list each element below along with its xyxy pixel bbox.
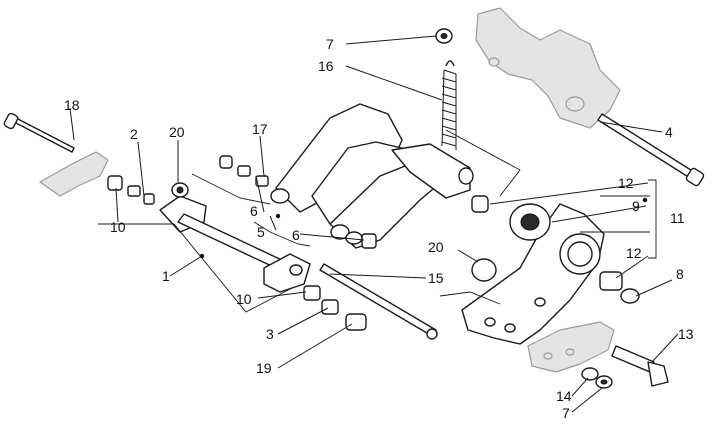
callout-15: 15	[428, 270, 444, 286]
callout-7: 7	[326, 36, 334, 52]
callout-12: 12	[618, 175, 634, 191]
callout-labels: 7 16 18 4 2 20 17 10 6 5 6 12 9 11 20 12…	[64, 36, 694, 421]
frame-bracket-bottom	[527, 321, 615, 373]
callout-1: 1	[162, 268, 170, 284]
callout-2: 2	[130, 126, 138, 142]
callout-19: 19	[256, 360, 272, 376]
callout-18: 18	[64, 97, 80, 113]
callout-8: 8	[676, 266, 684, 282]
assembly-guides	[98, 129, 657, 313]
reference-dots	[199, 197, 648, 259]
callout-3: 3	[266, 326, 274, 342]
callout-10b: 10	[236, 291, 252, 307]
spring-16	[441, 60, 457, 150]
callout-4: 4	[665, 124, 673, 140]
callout-16: 16	[318, 58, 334, 74]
callout-6b: 6	[292, 227, 300, 243]
callout-17: 17	[252, 121, 268, 137]
bolt-18	[3, 112, 75, 153]
callout-20b: 20	[428, 239, 444, 255]
bushes-group	[107, 28, 497, 331]
bush-10a	[107, 175, 123, 191]
callout-6: 6	[250, 203, 258, 219]
frame-bracket-top	[475, 7, 621, 129]
leader-lines	[69, 35, 679, 413]
bolt-13	[581, 345, 669, 389]
swing-arm-5	[270, 103, 474, 249]
callout-10: 10	[110, 219, 126, 235]
callout-13: 13	[678, 326, 694, 342]
frame-bracket-left	[39, 151, 109, 197]
rod-15	[319, 263, 438, 340]
callout-11: 11	[670, 210, 685, 226]
callout-9: 9	[632, 198, 640, 214]
bolt-4	[597, 113, 705, 187]
callout-14: 14	[556, 388, 572, 404]
callout-5: 5	[257, 224, 265, 240]
callout-20: 20	[169, 124, 185, 140]
callout-7b: 7	[562, 405, 570, 421]
callout-12b: 12	[626, 245, 642, 261]
linkage-plate-11	[461, 203, 640, 345]
shaft-1	[159, 195, 311, 293]
